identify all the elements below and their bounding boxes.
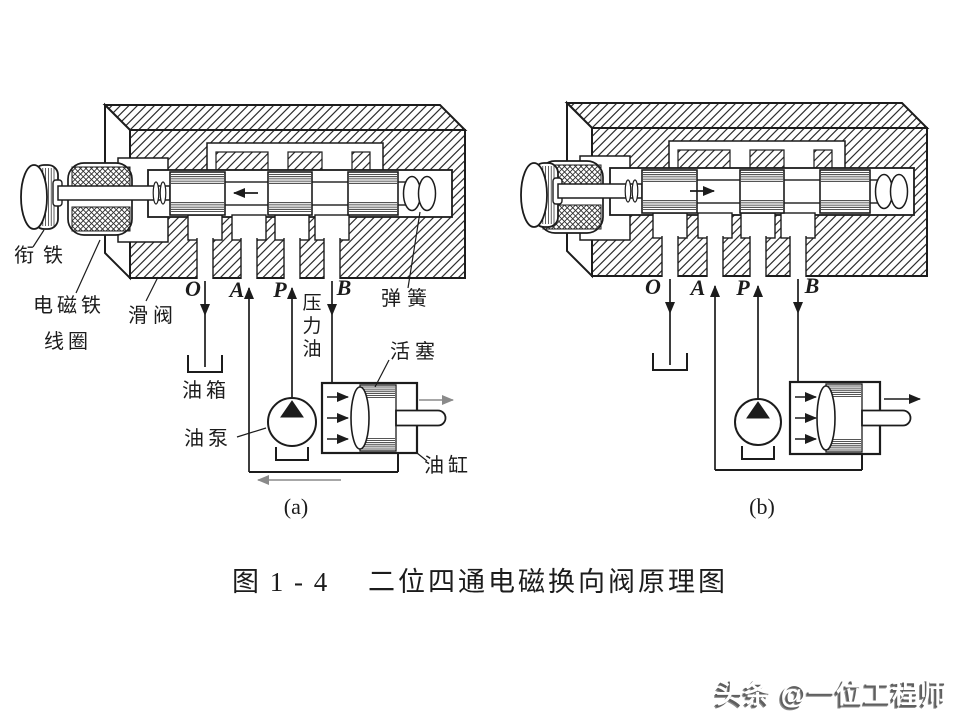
port-label-b-a: B — [336, 275, 352, 300]
diagram-shapes — [20, 100, 930, 485]
figure-svg: 衔铁 电磁铁 线圈 滑阀 油箱 油泵 活塞 油缸 弹簧 压 力 油 O A P … — [14, 100, 930, 519]
watermark: 头条 @一位工程师 — [716, 679, 948, 709]
circuit-b — [652, 279, 921, 471]
pressure-oil-char-1: 压 — [302, 293, 321, 314]
leader-lines — [32, 211, 428, 462]
circuit-a — [187, 281, 454, 485]
port-label-a-b: A — [689, 275, 706, 300]
subfigure-a-label: (a) — [284, 494, 308, 519]
coil-label-line2: 线圈 — [44, 330, 92, 353]
spring-label: 弹簧 — [381, 287, 433, 310]
cylinder-label: 油缸 — [424, 454, 472, 477]
figure-title: 二位四通电磁换向阀原理图 — [368, 567, 728, 597]
spool-label: 滑阀 — [128, 304, 178, 327]
pump-symbol — [267, 397, 317, 447]
labels-layer: 衔铁 电磁铁 线圈 滑阀 油箱 油泵 活塞 油缸 弹簧 压 力 油 O A P … — [14, 244, 819, 519]
port-label-p-b: P — [735, 275, 750, 300]
pump-symbol — [734, 398, 782, 446]
port-label-a-a: A — [228, 277, 245, 302]
port-label-o-b: O — [645, 274, 661, 299]
figure-number: 图 1 - 4 — [232, 567, 330, 597]
port-label-p-a: P — [272, 277, 287, 302]
figure-caption: 图 1 - 4 二位四通电磁换向阀原理图 — [0, 560, 960, 599]
pressure-oil-char-3: 油 — [302, 338, 321, 360]
piston-label: 活塞 — [390, 340, 440, 363]
valve-body-a — [20, 102, 468, 281]
pump-label: 油泵 — [184, 427, 232, 450]
subfigure-b-label: (b) — [749, 494, 775, 519]
coil-label-line1: 电磁铁 — [33, 294, 105, 317]
armature-label: 衔铁 — [14, 244, 72, 267]
port-label-o-a: O — [185, 276, 201, 301]
pressure-oil-char-2: 力 — [302, 315, 321, 337]
valve-body-b — [520, 100, 930, 279]
tank-label: 油箱 — [182, 379, 230, 402]
port-label-b-b: B — [804, 273, 820, 298]
